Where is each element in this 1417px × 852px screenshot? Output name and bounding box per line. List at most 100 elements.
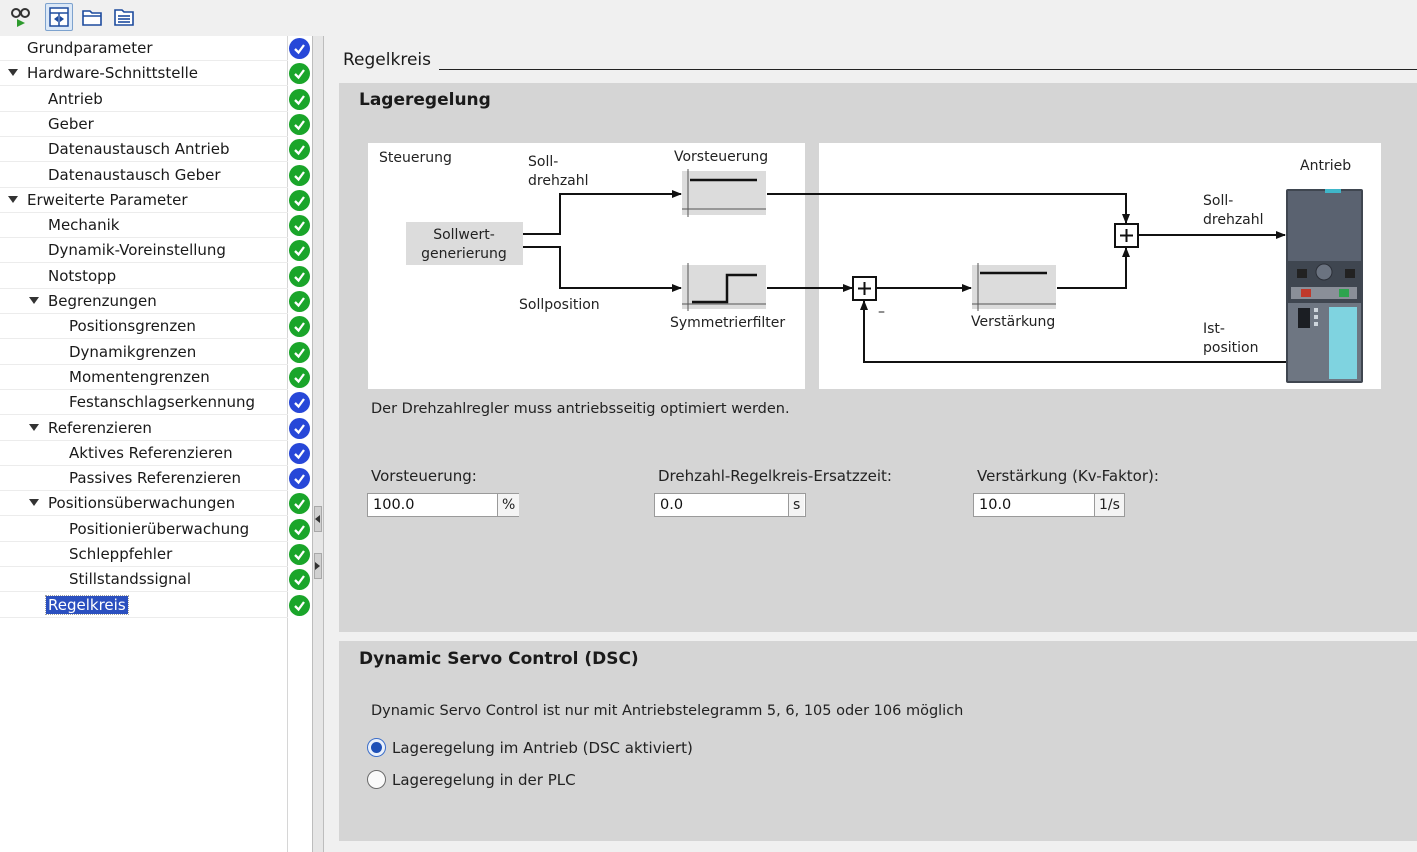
tree-item[interactable]: Schleppfehler bbox=[0, 542, 288, 567]
section-divider bbox=[439, 69, 1417, 70]
glasses-play-icon[interactable] bbox=[6, 3, 34, 31]
status-ok-icon bbox=[289, 63, 310, 85]
ersatzzeit-field: s bbox=[654, 493, 806, 517]
radio-dsc-plc-circle[interactable] bbox=[367, 770, 386, 789]
control-loop-diagram: Steuerung Soll- drehzahl Vorsteuerung So… bbox=[379, 149, 1363, 383]
tree-toolbar bbox=[0, 0, 312, 36]
status-ok-icon bbox=[289, 493, 310, 515]
collapse-left-icon[interactable] bbox=[314, 506, 322, 532]
tree-item-label: Erweiterte Parameter bbox=[27, 190, 188, 209]
expand-right-icon[interactable] bbox=[314, 553, 322, 579]
radio-dsc-drive-label: Lageregelung im Antrieb (DSC aktiviert) bbox=[392, 738, 693, 757]
tree-item[interactable]: Notstopp bbox=[0, 264, 288, 289]
expand-arrow-icon[interactable] bbox=[29, 499, 39, 507]
tree-item[interactable]: Datenaustausch Antrieb bbox=[0, 137, 288, 163]
tree-item[interactable]: Begrenzungen bbox=[0, 289, 288, 314]
section-title: Regelkreis bbox=[343, 50, 431, 70]
tree-item[interactable]: Festanschlagserkennung bbox=[0, 390, 288, 416]
kv-faktor-label: Verstärkung (Kv-Faktor): bbox=[977, 467, 1159, 485]
label-ist: Ist- bbox=[1203, 321, 1225, 337]
label-soll-left: Soll- bbox=[528, 154, 558, 170]
label-position: position bbox=[1203, 340, 1258, 356]
tree-item[interactable]: Datenaustausch Geber bbox=[0, 163, 288, 188]
label-minus: – bbox=[878, 304, 885, 320]
tree-item-label: Regelkreis bbox=[45, 594, 129, 615]
label-symmetrierfilter: Symmetrierfilter bbox=[670, 315, 785, 331]
status-ok-icon bbox=[289, 544, 310, 565]
folder-open-icon[interactable] bbox=[78, 3, 106, 31]
tree-item-label: Positionsgrenzen bbox=[69, 317, 196, 336]
tree-item-label: Dynamik-Voreinstellung bbox=[48, 241, 226, 260]
tree-item-label: Antrieb bbox=[48, 89, 103, 108]
lageregelung-panel: Lageregelung Steuerung Soll- drehzahl Vo… bbox=[339, 83, 1417, 632]
tree-item[interactable]: Mechanik bbox=[0, 213, 288, 239]
status-ok-icon bbox=[289, 113, 310, 135]
view-columns-icon[interactable] bbox=[45, 3, 73, 31]
tree-item[interactable]: Passives Referenzieren bbox=[0, 466, 288, 492]
folder-list-icon[interactable] bbox=[110, 3, 138, 31]
kv-faktor-field: 1/s bbox=[973, 493, 1125, 517]
status-ok-icon bbox=[289, 139, 310, 161]
dsc-note: Dynamic Servo Control ist nur mit Antrie… bbox=[371, 703, 964, 719]
expand-arrow-icon[interactable] bbox=[29, 297, 39, 304]
tree-item-label: Referenzieren bbox=[48, 418, 152, 437]
tree-item[interactable]: Aktives Referenzieren bbox=[0, 441, 288, 466]
label-sollwert-2: generierung bbox=[421, 246, 507, 262]
expand-arrow-icon[interactable] bbox=[29, 423, 39, 431]
tree-item[interactable]: Positionsgrenzen bbox=[0, 314, 288, 340]
status-ok-icon bbox=[289, 569, 310, 591]
tree-item-label: Festanschlagserkennung bbox=[69, 393, 256, 412]
label-verstaerkung: Verstärkung bbox=[971, 314, 1055, 330]
tree-item-label: Begrenzungen bbox=[48, 292, 157, 310]
kv-faktor-input[interactable] bbox=[974, 494, 1094, 516]
tree-item-label: Schleppfehler bbox=[69, 545, 173, 563]
tree-item[interactable]: Referenzieren bbox=[0, 416, 288, 441]
tree-item[interactable]: Dynamikgrenzen bbox=[0, 340, 288, 365]
tree-item-label: Datenaustausch Geber bbox=[48, 165, 221, 184]
tree-item-label: Aktives Referenzieren bbox=[69, 443, 233, 462]
tree-item-label: Passives Referenzieren bbox=[69, 469, 241, 488]
tree-item[interactable]: Antrieb bbox=[0, 87, 288, 112]
block-vorsteuerung bbox=[682, 171, 766, 215]
tree-item[interactable]: Dynamik-Voreinstellung bbox=[0, 238, 288, 264]
tree-item-label: Hardware-Schnittstelle bbox=[27, 64, 199, 83]
tree-item[interactable]: Erweiterte Parameter bbox=[0, 188, 288, 213]
radio-dsc-drive-circle[interactable] bbox=[367, 738, 386, 757]
label-steuerung: Steuerung bbox=[379, 150, 452, 166]
tree-item[interactable]: Positionierüberwachung bbox=[0, 517, 288, 542]
drive-device-icon bbox=[1286, 189, 1363, 383]
drehzahlregler-note: Der Drehzahlregler muss antriebsseitig o… bbox=[371, 401, 790, 417]
status-ok-icon bbox=[289, 265, 310, 287]
tree-item[interactable]: Hardware-Schnittstelle bbox=[0, 61, 288, 87]
status-ok-icon bbox=[289, 316, 310, 338]
tree-item-label: Grundparameter bbox=[27, 39, 153, 57]
status-check-blue-icon bbox=[289, 442, 310, 464]
dsc-panel: Dynamic Servo Control (DSC) Dynamic Serv… bbox=[339, 641, 1417, 841]
vorsteuerung-label: Vorsteuerung: bbox=[371, 467, 477, 485]
panel-splitter[interactable] bbox=[312, 36, 324, 852]
ersatzzeit-input[interactable] bbox=[655, 494, 788, 516]
tree-item[interactable]: Grundparameter bbox=[0, 36, 288, 61]
label-sollwert-1: Sollwert- bbox=[433, 227, 495, 243]
tree-item-label: Momentengrenzen bbox=[69, 367, 210, 386]
status-check-blue-icon bbox=[289, 392, 310, 414]
radio-dsc-drive[interactable]: Lageregelung im Antrieb (DSC aktiviert) bbox=[367, 738, 693, 757]
tree-item[interactable]: Stillstandssignal bbox=[0, 567, 288, 593]
dsc-title: Dynamic Servo Control (DSC) bbox=[359, 649, 639, 669]
label-drehzahl-left: drehzahl bbox=[528, 173, 589, 189]
radio-dsc-plc[interactable]: Lageregelung in der PLC bbox=[367, 770, 576, 789]
tree-item[interactable]: Positionsüberwachungen bbox=[0, 491, 288, 517]
tree-item[interactable]: Momentengrenzen bbox=[0, 365, 288, 390]
lageregelung-title: Lageregelung bbox=[359, 90, 491, 110]
ersatzzeit-unit: s bbox=[788, 494, 805, 516]
status-ok-icon bbox=[289, 215, 310, 237]
status-ok-icon bbox=[289, 189, 310, 211]
tree-item[interactable]: Regelkreis bbox=[0, 593, 288, 618]
tree-item-label: Dynamikgrenzen bbox=[69, 342, 197, 361]
tree-item[interactable]: Geber bbox=[0, 112, 288, 137]
status-ok-icon bbox=[289, 341, 310, 363]
expand-arrow-icon[interactable] bbox=[8, 195, 18, 203]
expand-arrow-icon[interactable] bbox=[8, 69, 18, 77]
vorsteuerung-input[interactable] bbox=[368, 494, 497, 516]
block-verstaerkung bbox=[972, 265, 1056, 309]
